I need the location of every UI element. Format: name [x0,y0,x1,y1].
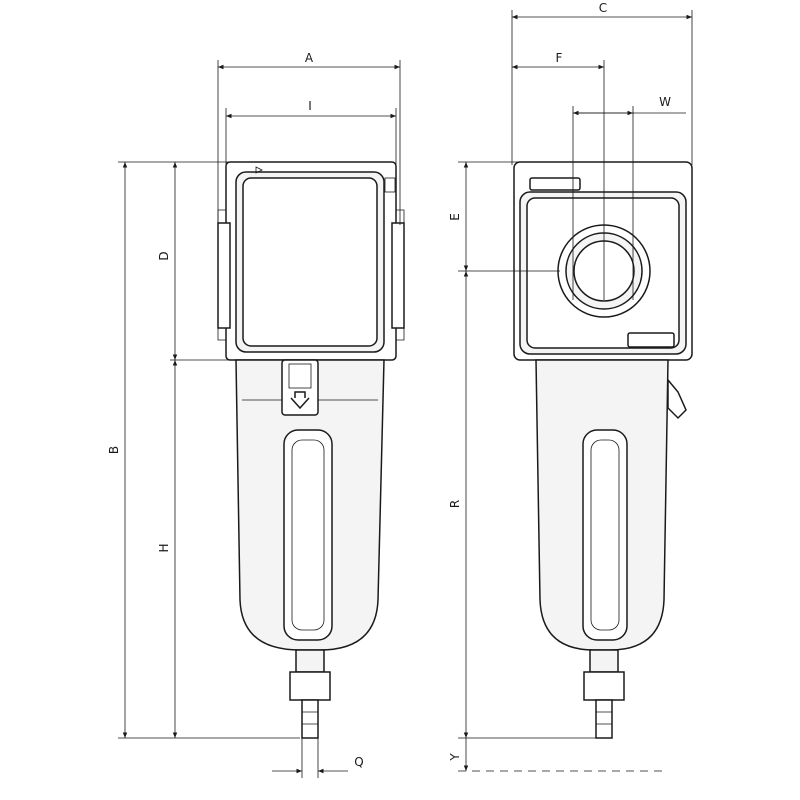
label-D: D [157,251,171,260]
side-sight-glass-inner [590,439,620,631]
side-view [513,161,693,739]
side-top-tab [529,177,581,191]
label-I: I [308,99,312,113]
side-drain-nozzle [595,699,613,739]
front-drain-ribs [302,711,318,725]
label-H: H [157,543,171,552]
front-latch [281,359,319,416]
side-lever [667,377,687,420]
label-R: R [448,500,462,508]
side-sight-glass [582,429,628,641]
label-A: A [305,51,314,65]
front-sight-glass [283,429,333,641]
dim-I-extensions [225,108,397,165]
dimension-lines [118,10,693,778]
side-drain-ribs [596,711,612,725]
side-bottom-tab [627,332,675,348]
label-E: E [448,213,462,221]
front-head-notch [384,177,396,193]
front-head-panel [242,177,378,347]
front-left-port [217,222,231,329]
dim-W-extensions [572,106,634,300]
front-drain-nozzle [301,699,319,739]
front-head-mark [255,166,263,174]
front-drain-collar [295,649,325,673]
front-view [217,161,405,739]
side-drain-collar [589,649,619,673]
dimension-labels: A I C F W Q B D H E R Y [107,1,671,769]
label-W: W [659,95,671,109]
label-C: C [599,1,607,15]
front-sight-glass-inner [291,439,325,631]
front-latch-slot [288,363,312,389]
front-right-port [391,222,405,329]
label-B: B [107,446,121,454]
dim-E-R-extensions [458,161,596,739]
label-Y: Y [448,753,462,762]
front-latch-arrow-icon [290,391,310,410]
front-drain-body [289,671,331,701]
dim-C-extensions [511,10,693,165]
label-F: F [556,51,563,65]
side-drain-body [583,671,625,701]
dim-A-extensions [217,60,401,225]
dim-Q-extensions [301,738,319,778]
label-Q: Q [354,755,363,769]
